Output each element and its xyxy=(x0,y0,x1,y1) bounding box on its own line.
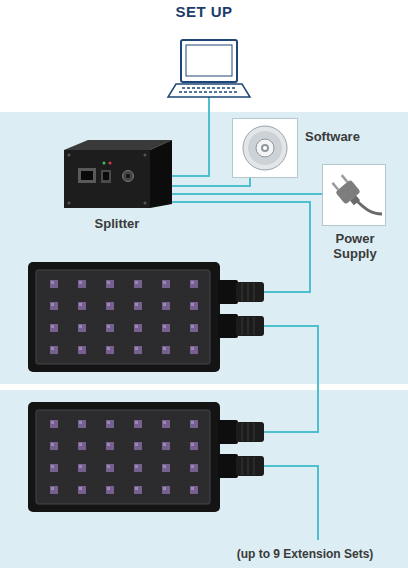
power-supply-box: Power Supply xyxy=(322,164,386,226)
panel-ground xyxy=(0,112,408,384)
software-box: Software xyxy=(232,118,298,178)
node-label: Power Supply xyxy=(315,231,395,261)
note-label: (up to 9 Extension Sets) xyxy=(237,547,374,561)
power-plug-icon xyxy=(322,164,386,226)
led-panel xyxy=(28,402,264,512)
cable xyxy=(264,466,318,540)
cable xyxy=(264,326,318,432)
cable-connector xyxy=(172,193,322,195)
title: SET UP xyxy=(175,3,232,21)
software-disc-icon xyxy=(232,118,298,178)
splitter-box: Splitter xyxy=(62,140,172,208)
node-label: Software xyxy=(305,129,360,144)
splitter-device xyxy=(64,140,172,208)
led-panel xyxy=(28,262,264,372)
node-label: Splitter xyxy=(95,216,140,231)
cable-connector xyxy=(172,178,250,186)
cable xyxy=(172,97,209,176)
laptop-icon xyxy=(168,40,250,97)
panel-ground xyxy=(0,390,408,568)
